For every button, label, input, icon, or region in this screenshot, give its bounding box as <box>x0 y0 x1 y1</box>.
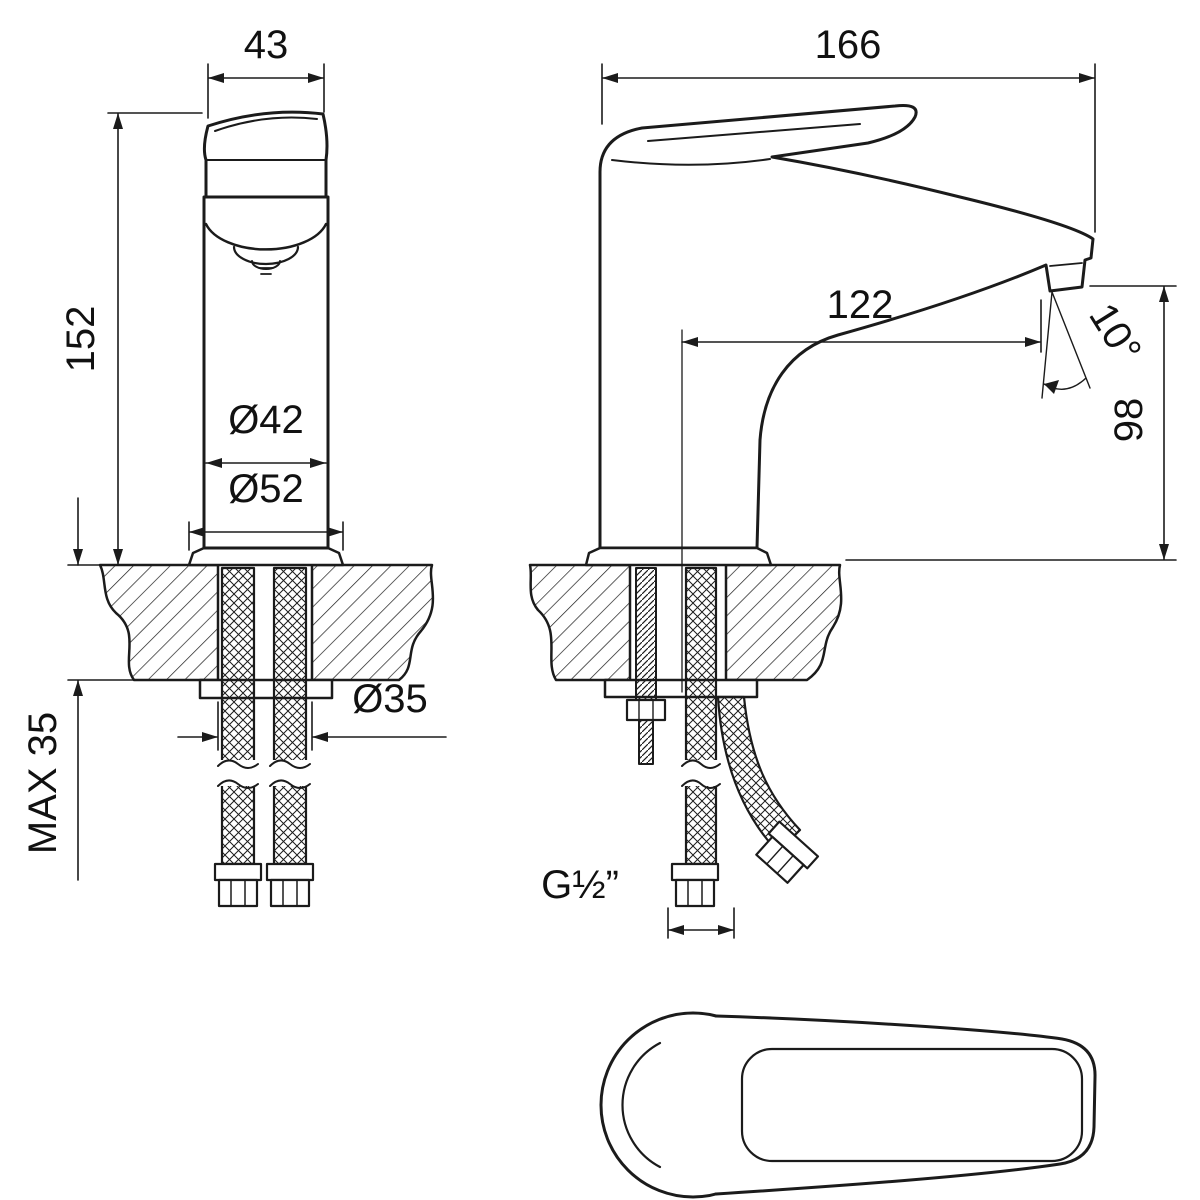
front-mounting-washer <box>198 678 334 700</box>
dim-thread: G½” <box>541 863 619 907</box>
dim-height: 152 <box>59 306 103 373</box>
front-hoses <box>213 566 315 908</box>
front-view: 43 152 Ø42 Ø52 Ø35 MAX 35 <box>21 23 447 908</box>
front-faucet-body <box>187 110 345 567</box>
dim-reach: 122 <box>827 283 894 327</box>
side-hose-straight <box>670 566 721 908</box>
dim-spout-width: 43 <box>244 23 289 67</box>
side-mounting-washer <box>603 678 759 699</box>
dim-body-diameter: Ø42 <box>228 398 304 442</box>
handle-pivot-inner-arc <box>621 1041 662 1169</box>
front-base-flange <box>187 546 345 567</box>
side-base-flange <box>584 546 773 567</box>
side-fixing-stud <box>625 567 667 765</box>
dim-max-thickness: MAX 35 <box>21 712 65 854</box>
dim-outlet-height: 98 <box>1107 398 1151 443</box>
handle-paddle-outline <box>714 1014 1097 1196</box>
side-dimensions <box>601 63 1177 939</box>
front-handle <box>202 110 329 199</box>
dim-angle: 10° <box>1080 296 1149 371</box>
front-hose-nut-left <box>213 862 263 908</box>
handle-paddle-inner <box>740 1047 1084 1163</box>
side-hose-bent <box>716 695 820 884</box>
front-dimensions <box>67 63 447 881</box>
dim-base-diameter: Ø52 <box>228 467 304 511</box>
front-aerator <box>204 222 328 275</box>
dim-length: 166 <box>815 23 882 67</box>
top-view-handle <box>599 1011 1097 1199</box>
front-countertop <box>98 563 435 700</box>
dim-hole-diameter: Ø35 <box>352 677 428 721</box>
side-faucet-body <box>584 104 1095 693</box>
side-countertop <box>528 563 843 699</box>
front-hose-nut-right <box>265 862 315 908</box>
side-view: 166 122 10° 98 G½” <box>528 23 1177 939</box>
